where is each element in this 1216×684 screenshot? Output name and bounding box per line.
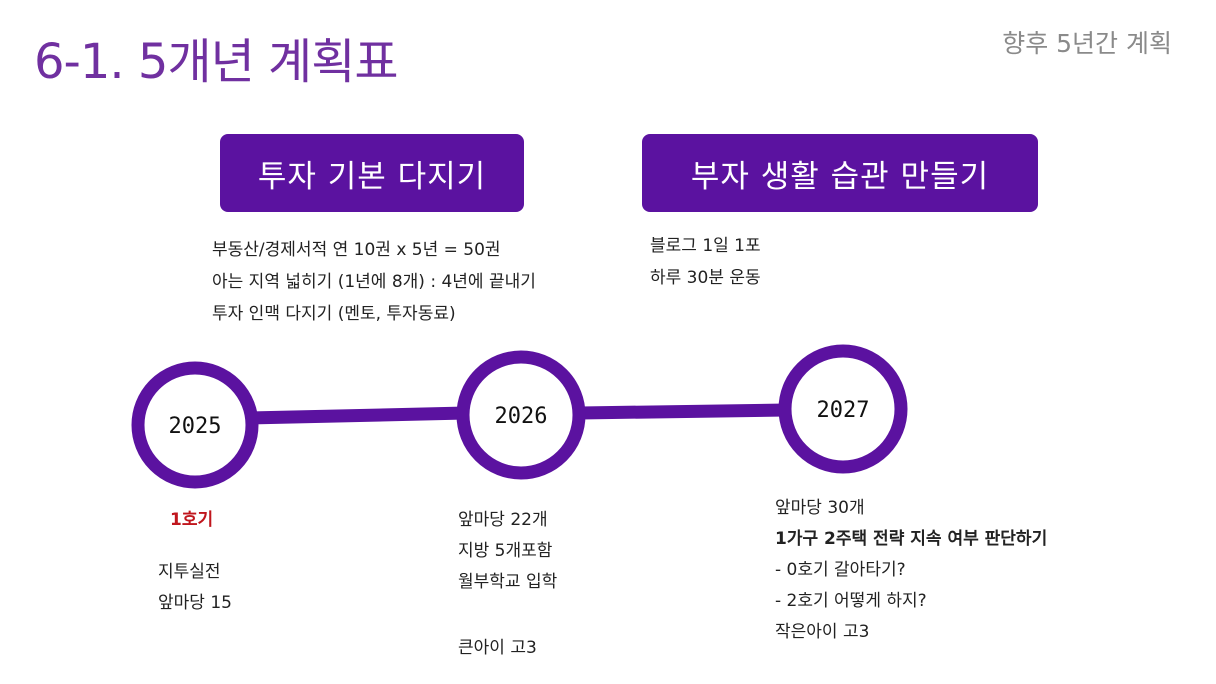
timeline-connector-2 — [579, 403, 787, 420]
list-item: 큰아이 고3 — [458, 638, 537, 658]
list-item: 지투실전 — [158, 562, 221, 582]
year-label-2027: 2027 — [816, 398, 870, 423]
list-item: 아는 지역 넓히기 (1년에 8개) : 4년에 끝내기 — [212, 272, 536, 292]
habit-goals-list: 블로그 1일 1포 하루 30분 운동 — [650, 230, 761, 294]
list-item: 부동산/경제서적 연 10권 x 5년 = 50권 — [212, 240, 501, 260]
list-item: 앞마당 15 — [158, 593, 232, 613]
list-item: 앞마당 30개 — [775, 498, 865, 518]
strategy-decision: 1가구 2주택 전략 지속 여부 판단하기 — [775, 529, 1048, 549]
timeline-node-2026 — [456, 350, 586, 480]
list-item: 작은아이 고3 — [775, 622, 870, 642]
timeline-connector-1 — [249, 406, 467, 425]
notes-2026: 앞마당 22개 지방 5개포함 월부학교 입학 — [458, 505, 557, 598]
list-item: - 0호기 갈아타기? — [775, 560, 906, 580]
timeline-node-2025 — [131, 361, 259, 489]
milestone-label: 1호기 — [170, 510, 214, 530]
investment-goals-list: 부동산/경제서적 연 10권 x 5년 = 50권 아는 지역 넓히기 (1년에… — [212, 234, 536, 330]
list-item: 앞마당 22개 — [458, 510, 548, 530]
list-item: 블로그 1일 1포 — [650, 236, 761, 256]
list-item: - 2호기 어떻게 하지? — [775, 591, 927, 611]
page-subtitle: 향후 5년간 계획 — [1002, 29, 1172, 58]
year-label-2026: 2026 — [494, 404, 548, 429]
banner-wealth-habits: 부자 생활 습관 만들기 — [642, 134, 1038, 212]
note-2025-highlight: 1호기 — [170, 505, 213, 536]
list-item: 월부학교 입학 — [458, 572, 558, 592]
timeline-node-2027 — [778, 344, 908, 474]
list-item: 투자 인맥 다지기 (멘토, 투자동료) — [212, 304, 456, 324]
notes-2025: 지투실전 앞마당 15 — [158, 557, 232, 619]
notes-2027: 앞마당 30개 1가구 2주택 전략 지속 여부 판단하기 - 0호기 갈아타기… — [775, 493, 1047, 648]
list-item: 하루 30분 운동 — [650, 268, 761, 288]
page-title: 6-1. 5개년 계획표 — [34, 34, 399, 90]
banner-investment-basics: 투자 기본 다지기 — [220, 134, 524, 212]
list-item: 지방 5개포함 — [458, 541, 553, 561]
year-label-2025: 2025 — [168, 414, 222, 439]
notes-2026-extra: 큰아이 고3 — [458, 633, 537, 664]
